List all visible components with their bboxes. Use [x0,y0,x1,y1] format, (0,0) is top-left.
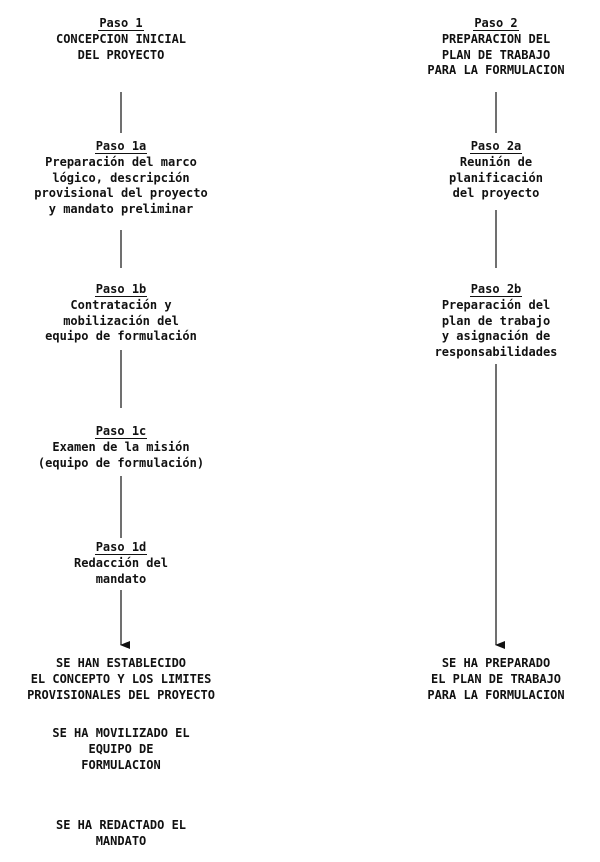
step-1c: Paso 1c Examen de la misión (equipo de f… [1,424,241,471]
step-2-line: PREPARACION DEL [441,32,551,46]
step-2: Paso 2 PREPARACION DEL PLAN DE TRABAJO P… [396,16,596,79]
step-2b-line: Preparación del [441,298,551,312]
step-1b-line: equipo de formulación [45,329,197,343]
step-2a: Paso 2a Reunión de planificación del pro… [406,139,586,202]
step-2a-line: planificación [449,170,543,185]
outcome-line: EL CONCEPTO Y LOS LIMITES [30,672,212,686]
step-2b-line: plan de trabajo [441,313,551,328]
outcome-mandate-drafted: SE HA REDACTADO EL MANDATO [36,817,206,849]
step-1c-line: (equipo de formulación) [37,455,205,470]
outcome-line: SE HA REDACTADO EL [55,818,187,832]
step-2b-line: y asignación de [441,329,551,343]
step-1-line: CONCEPCION INICIAL [55,32,187,46]
step-1: Paso 1 CONCEPCION INICIAL DEL PROYECTO [21,16,221,63]
outcome-line: EL PLAN DE TRABAJO [430,672,562,686]
step-1d-title: Paso 1d [94,540,148,555]
outcome-team-mobilized: SE HA MOVILIZADO EL EQUIPO DE FORMULACIO… [36,725,206,773]
step-1a-line: lógico, descripción [52,170,190,185]
step-1d-line: Redacción del [74,556,168,570]
step-2a-line: Reunión de [459,155,533,169]
outcome-line: SE HA PREPARADO [441,656,551,670]
step-1a-line: Preparación del marco [45,155,197,169]
step-1b-line: mobilización del [63,313,179,328]
outcome-line: SE HA MOVILIZADO EL [52,726,190,740]
step-1a-line: provisional del proyecto [34,186,208,200]
outcome-line: MANDATO [95,834,147,848]
step-1a: Paso 1a Preparación del marco lógico, de… [11,139,231,217]
step-1b: Paso 1b Contratación y mobilización del … [11,282,231,345]
step-1a-title: Paso 1a [94,139,148,154]
step-2a-title: Paso 2a [469,139,523,154]
step-1b-title: Paso 1b [94,282,148,297]
step-1c-title: Paso 1c [94,424,148,439]
step-2b: Paso 2b Preparación del plan de trabajo … [401,282,591,360]
step-1b-line: Contratación y [70,298,172,312]
step-1a-line: y mandato preliminar [48,201,194,216]
outcome-line: FORMULACION [81,758,161,772]
step-1d: Paso 1d Redacción del mandato [21,540,221,587]
step-1-title: Paso 1 [98,16,144,31]
step-2b-title: Paso 2b [469,282,523,297]
step-2-line: PLAN DE TRABAJO [441,47,551,62]
step-2-line: PARA LA FORMULACION [427,63,565,77]
step-2-title: Paso 2 [473,16,519,31]
outcome-concept-established: SE HAN ESTABLECIDO EL CONCEPTO Y LOS LIM… [0,655,242,703]
outcome-line: SE HAN ESTABLECIDO [55,656,187,670]
outcome-workplan-prepared: SE HA PREPARADO EL PLAN DE TRABAJO PARA … [401,655,591,703]
step-2b-line: responsabilidades [434,344,558,359]
step-1-line: DEL PROYECTO [77,47,165,62]
outcome-line: PROVISIONALES DEL PROYECTO [27,688,215,702]
step-1d-line: mandato [95,571,147,586]
outcome-line: EQUIPO DE [88,742,154,756]
outcome-line: PARA LA FORMULACION [427,688,565,702]
step-1c-line: Examen de la misión [52,440,190,454]
step-2a-line: del proyecto [452,186,540,200]
